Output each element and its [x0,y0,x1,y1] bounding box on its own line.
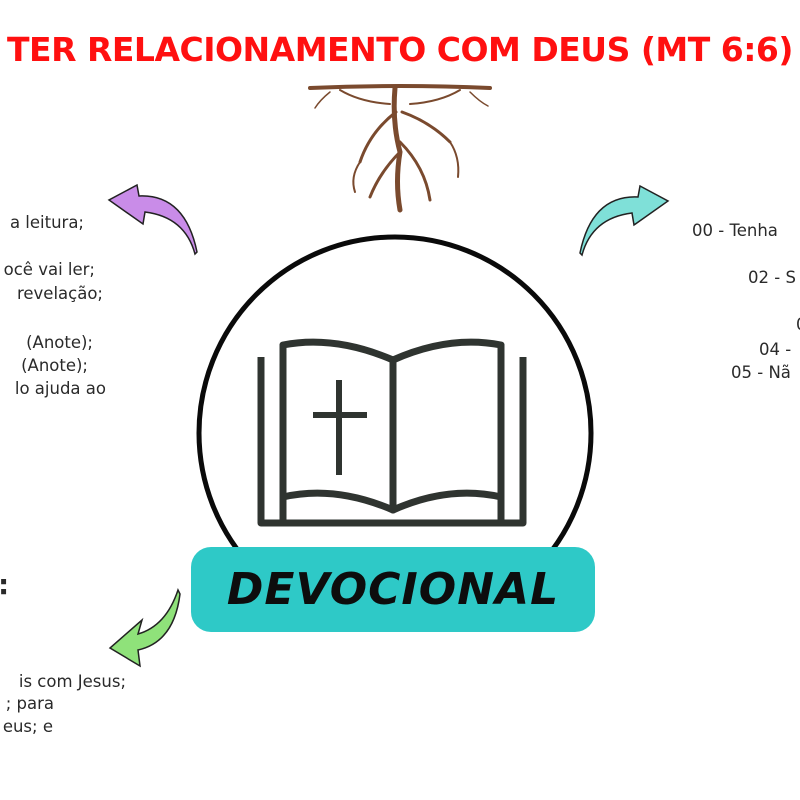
bible-icon [257,338,527,527]
arrow-purple-icon [107,183,198,256]
right-line-4: 04 - [759,340,792,359]
left-line-5: (Anote); [21,356,88,375]
left-line-3: revelação; [16,284,103,303]
left-bottom-line-1: is com Jesus; [18,672,126,691]
roots-icon [308,84,492,213]
right-line-2: 02 - S [748,268,796,287]
right-line-5: 05 - Nã [731,363,791,382]
left-line-4: (Anote); [26,333,93,352]
left-bottom-line-2: ; para [5,694,54,713]
right-line-1: 00 - Tenha [692,221,778,240]
right-line-3: 0 [796,315,800,335]
left-bottom-line-3: eus; e [2,717,53,736]
devocional-text: DEVOCIONAL [226,564,560,615]
left-line-6: lo ajuda ao [14,379,106,398]
page-title: TER RELACIONAMENTO COM DEUS (MT 6:6) [7,30,793,69]
left-bottom-heading: : [0,570,9,600]
left-line-1: a leitura; [9,213,84,232]
arrow-green-icon [108,588,181,668]
devocional-label: DEVOCIONAL [191,547,595,632]
arrow-teal-icon [579,184,670,257]
left-line-2: ocê vai ler; [3,260,95,279]
